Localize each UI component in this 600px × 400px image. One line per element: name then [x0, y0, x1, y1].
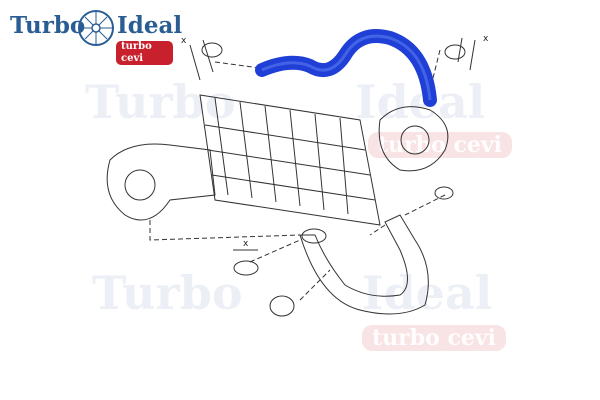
- watermark-turbo: Turbo: [85, 75, 236, 129]
- watermark-ideal: Ideal: [355, 75, 486, 129]
- brand-logo: Turbo Ideal turbo cevi: [8, 4, 182, 65]
- dimension-label: x: [181, 36, 187, 46]
- lower-hose: [299, 214, 429, 315]
- logo-word-ideal: Ideal: [117, 12, 183, 39]
- dimension-label: x: [483, 34, 489, 44]
- turbine-wheel-icon: [78, 10, 114, 46]
- turbocharger: [378, 106, 449, 172]
- intercooler: [199, 94, 381, 226]
- hose-clamps: [201, 42, 466, 317]
- logo-badge: turbo cevi: [116, 41, 173, 65]
- watermark-turbo-2: Turbo: [92, 266, 243, 320]
- watermark-badge-2: turbo cevi: [362, 325, 506, 351]
- dimension-marks: [189, 37, 476, 251]
- watermark-badge: turbo cevi: [368, 132, 512, 158]
- leader-lines: [149, 49, 446, 301]
- logo-word-turbo: Turbo: [10, 12, 86, 39]
- throttle-body: [106, 143, 216, 221]
- dimension-label: x: [243, 239, 249, 249]
